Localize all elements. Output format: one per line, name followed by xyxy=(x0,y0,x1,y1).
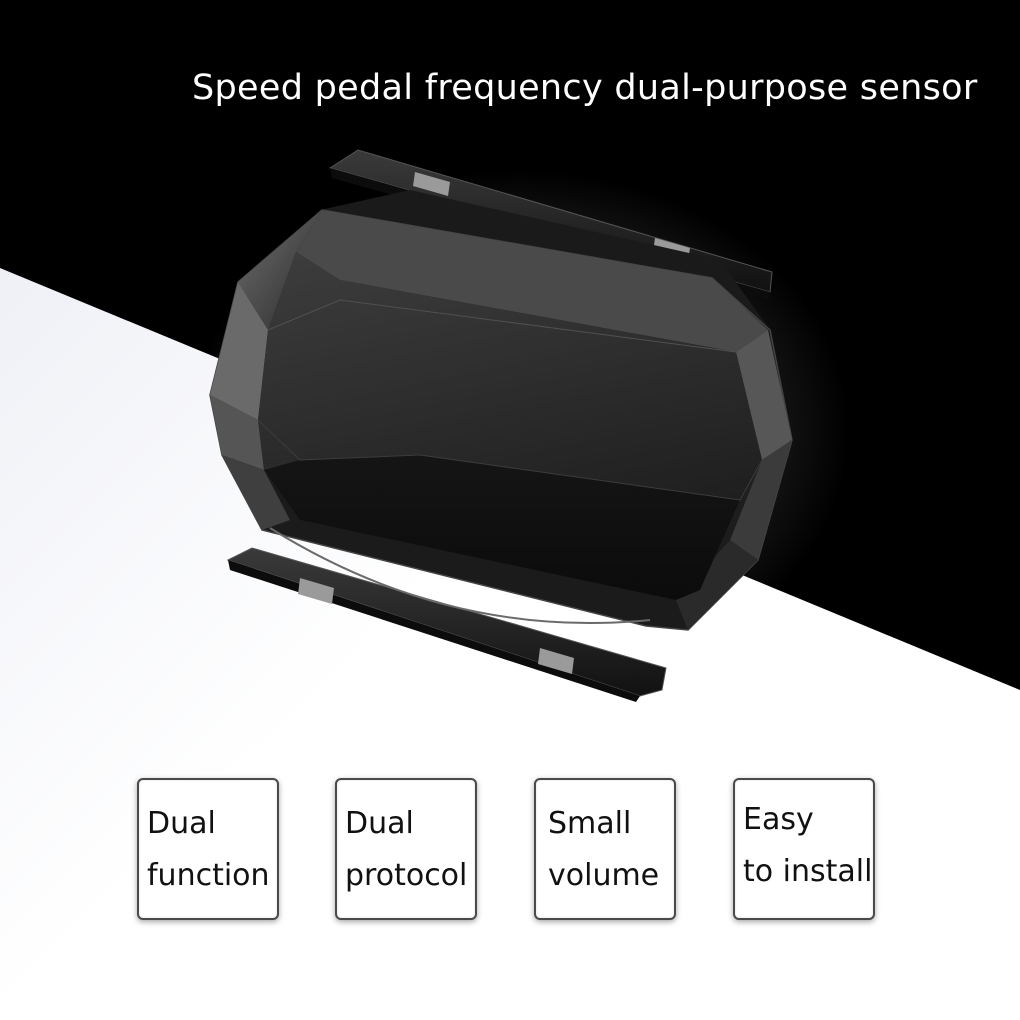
feature-line-2: to install xyxy=(743,854,873,889)
feature-card-small-volume: Small volume xyxy=(534,778,676,920)
headline: Speed pedal frequency dual-purpose senso… xyxy=(192,68,978,108)
feature-line-1: Easy xyxy=(743,802,814,837)
feature-line-2: protocol xyxy=(345,858,468,893)
feature-line-1: Small xyxy=(548,806,632,841)
feature-card-dual-protocol: Dual protocol xyxy=(335,778,477,920)
feature-line-1: Dual xyxy=(345,806,414,841)
feature-line-2: volume xyxy=(548,858,660,893)
bottom-strap xyxy=(226,547,667,702)
feature-card-easy-to-install: Easy to install xyxy=(733,778,875,920)
feature-line-1: Dual xyxy=(147,806,216,841)
feature-card-dual-function: Dual function xyxy=(137,778,279,920)
feature-line-2: function xyxy=(147,858,270,893)
